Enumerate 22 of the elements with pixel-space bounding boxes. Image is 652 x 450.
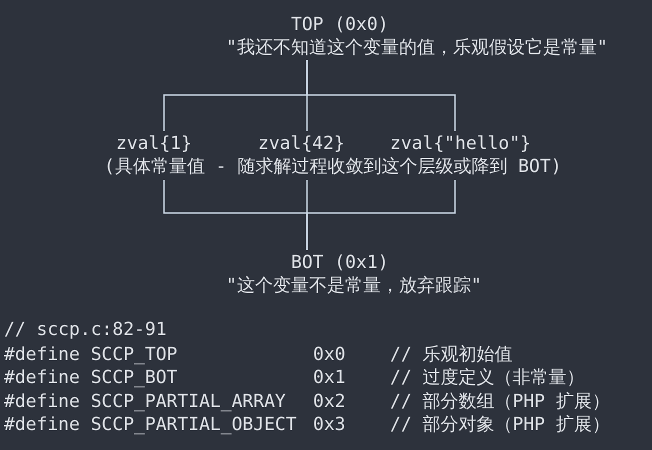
code-comment: // 部分对象（PHP 扩展）	[390, 414, 610, 436]
code-text: #define SCCP_BOT	[4, 367, 178, 389]
note-text: (具体常量值 - 随求解过程收敛到这个层级或降到 BOT)	[104, 156, 562, 178]
value-label: zval{1}	[116, 133, 192, 155]
code-comment: // 乐观初始值	[390, 344, 513, 366]
value-label: zval{42}	[258, 133, 346, 155]
code-value: 0x2	[313, 391, 346, 413]
state-label: TOP (0x0)	[291, 14, 389, 36]
code-value: 0x3	[313, 414, 346, 436]
code-value: 0x1	[313, 367, 346, 389]
quote-text: "我还不知道这个变量的值，乐观假设它是常量"	[226, 37, 608, 59]
code-comment: // 过度定义（非常量）	[390, 367, 585, 389]
code-comment: // 部分数组（PHP 扩展）	[390, 391, 610, 413]
state-label: BOT (0x1)	[291, 252, 389, 274]
code-value: 0x0	[313, 344, 346, 366]
value-label: zval{"hello"}	[390, 133, 532, 155]
quote-text: "这个变量不是常量，放弃跟踪"	[226, 275, 482, 297]
code-text: #define SCCP_PARTIAL_OBJECT	[4, 414, 297, 436]
code-text: #define SCCP_PARTIAL_ARRAY	[4, 391, 286, 413]
connector-line	[306, 60, 456, 131]
code-text: #define SCCP_TOP	[4, 344, 178, 366]
code-comment: // sccp.c:82-91	[4, 319, 167, 341]
